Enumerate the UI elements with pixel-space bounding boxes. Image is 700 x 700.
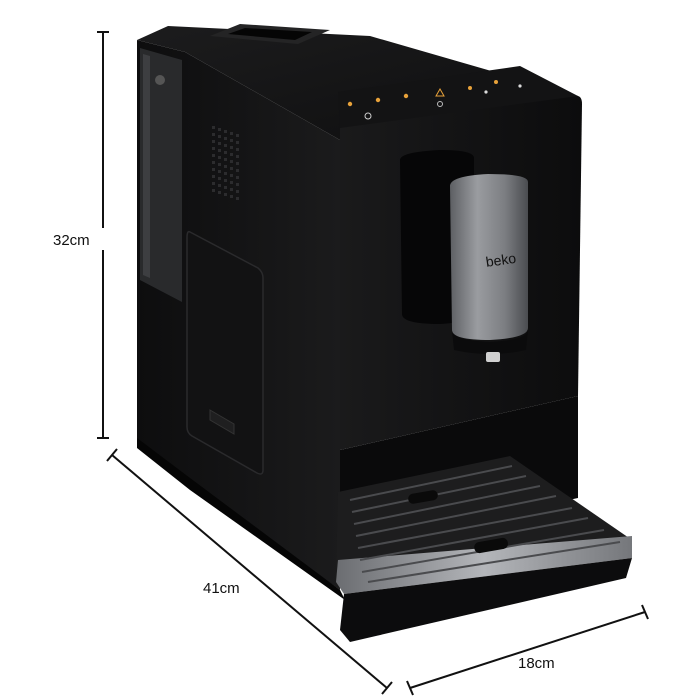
depth-dimension: 41cm — [106, 448, 393, 695]
warning-icon — [435, 87, 445, 97]
height-label-backdrop — [50, 228, 106, 250]
ventilation-grille — [212, 126, 239, 200]
width-dimension: 18cm — [406, 604, 649, 696]
machine-base-shadow — [137, 438, 345, 600]
coffee-nozzle — [486, 352, 500, 362]
drip-tray-slot-top — [408, 490, 438, 504]
control-light-coffee — [375, 97, 381, 103]
water-tank-highlight — [143, 54, 150, 278]
control-light-espresso — [347, 101, 353, 107]
depth-label: 41cm — [203, 580, 240, 597]
drip-tray-front — [340, 558, 632, 642]
depth-dimension-cap-start — [106, 448, 118, 462]
control-light-aroma — [494, 80, 498, 84]
height-dimension: 32cm — [50, 31, 109, 439]
control-light-clean — [484, 90, 488, 94]
depth-dimension-cap-end — [381, 681, 393, 695]
service-door-latch — [209, 409, 235, 435]
coffee-machine: beko — [137, 24, 632, 642]
descale-icon — [437, 101, 443, 107]
coffee-spout-base — [452, 330, 528, 354]
drip-tray-slot-bottom — [474, 537, 508, 554]
control-light-long — [403, 93, 409, 99]
brand-logo: beko — [485, 250, 518, 270]
bean-hopper-slot — [228, 28, 312, 40]
drip-tray-rim — [336, 536, 632, 594]
power-icon — [364, 112, 372, 120]
width-dimension-line — [409, 611, 646, 689]
service-door — [186, 230, 264, 475]
control-light-steam — [518, 84, 522, 88]
width-dimension-cap-end — [641, 604, 649, 620]
coffee-spout — [450, 174, 528, 340]
control-light-strength — [468, 86, 472, 90]
width-dimension-cap-start — [406, 680, 414, 696]
water-tank — [140, 48, 182, 302]
drip-tray-grate — [349, 465, 621, 583]
height-label: 32cm — [53, 232, 90, 249]
width-label: 18cm — [518, 655, 555, 672]
depth-dimension-line — [111, 454, 388, 689]
water-tank-handle-icon — [155, 75, 165, 85]
